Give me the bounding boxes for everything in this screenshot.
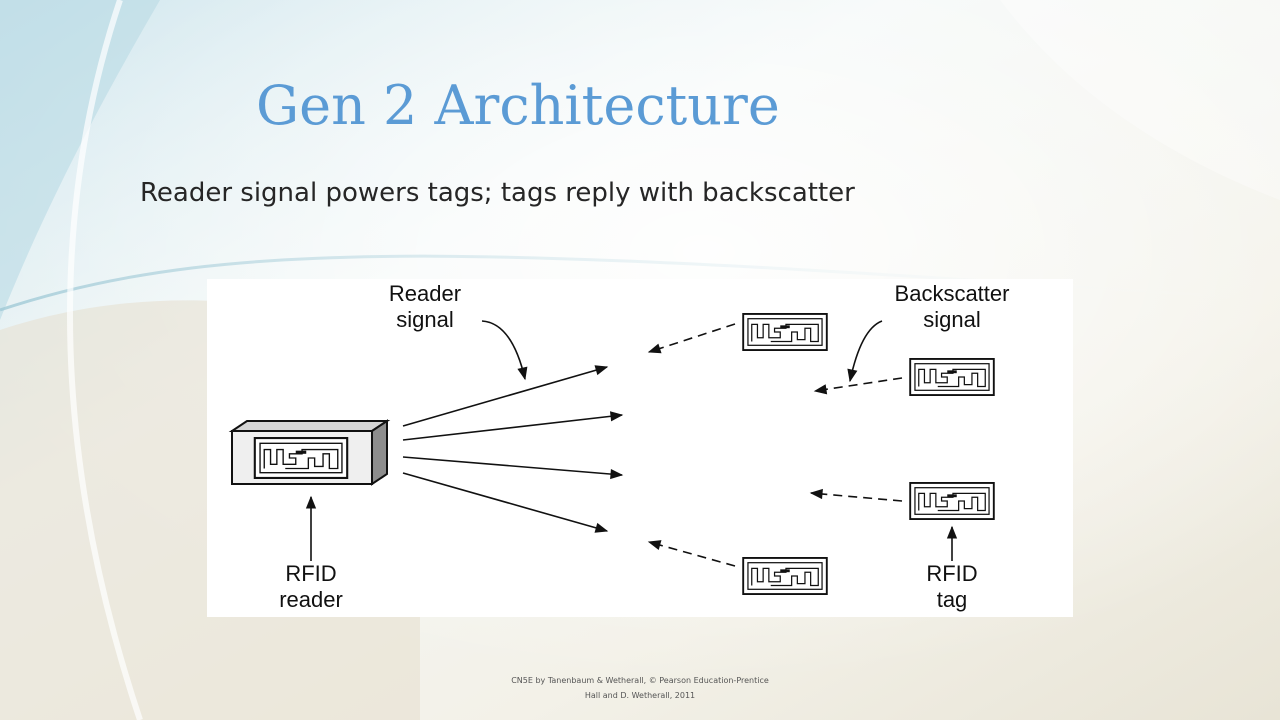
- rfid-tag-4: [742, 557, 828, 595]
- rfid-architecture-diagram: Reader signal Backscatter signal RFID re…: [207, 279, 1073, 617]
- rfid-tag-2: [909, 358, 995, 396]
- reader-signal-label-line2: signal: [396, 307, 453, 332]
- backscatter-label-line1: Backscatter: [895, 281, 1010, 306]
- backscatter-label-line2: signal: [923, 307, 980, 332]
- backscatter-arrows: [647, 323, 903, 567]
- rfid-reader-label-line1: RFID: [285, 561, 336, 586]
- rfid-tag-1: [742, 313, 828, 351]
- reader-signal-label-line1: Reader: [389, 281, 461, 306]
- slide-title: Gen 2 Architecture: [256, 74, 780, 137]
- label-pointer-arrows: [305, 320, 958, 561]
- rfid-tag-label-line2: tag: [937, 587, 968, 612]
- rfid-reader-device: [228, 419, 391, 486]
- reader-signal-arrows: [402, 365, 624, 533]
- rfid-reader-label-line2: reader: [279, 587, 343, 612]
- rfid-tag-label-line1: RFID: [926, 561, 977, 586]
- diagram-canvas: Reader signal Backscatter signal RFID re…: [228, 281, 1010, 612]
- footer-line-2: Hall and D. Wetherall, 2011: [584, 691, 696, 700]
- slide-subtitle: Reader signal powers tags; tags reply wi…: [140, 178, 855, 208]
- rfid-tag-3: [909, 482, 995, 520]
- footer-line-1: CN5E by Tanenbaum & Wetherall, © Pearson…: [511, 676, 769, 685]
- slide-footer: CN5E by Tanenbaum & Wetherall, © Pearson…: [470, 673, 810, 703]
